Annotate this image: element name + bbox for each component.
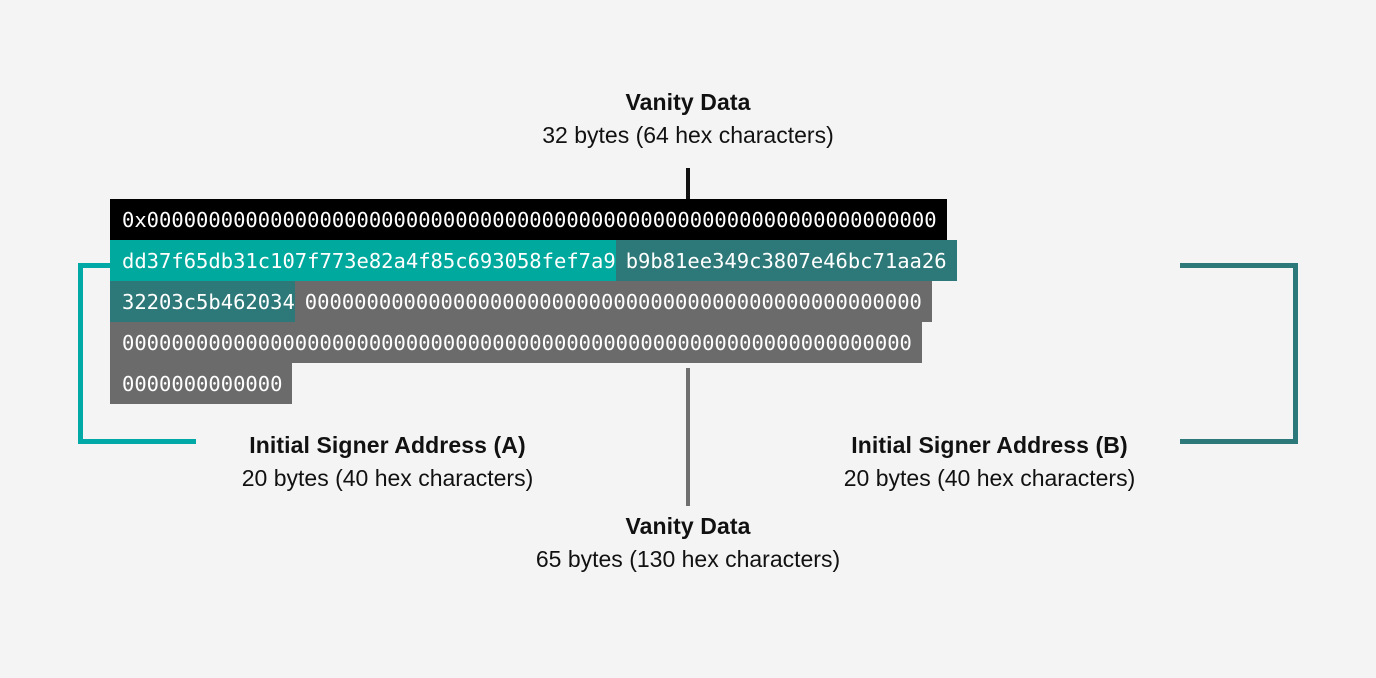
vanity-data-bottom-subtitle: 65 bytes (130 hex characters) (535, 546, 841, 572)
signer-b-subtitle: 20 bytes (40 hex characters) (843, 465, 1136, 491)
signer-a-label: Initial Signer Address (A) 20 bytes (40 … (165, 431, 610, 493)
hex-segment-padding: 0000000000000000000000000000000000000000… (294, 281, 932, 322)
vanity-top-connector-line (686, 168, 690, 200)
hex-data-block: 0x00000000000000000000000000000000000000… (110, 199, 1266, 404)
vanity-bottom-connector-line (686, 368, 690, 506)
signer-b-label: Initial Signer Address (B) 20 bytes (40 … (767, 431, 1212, 493)
vanity-data-top-title: Vanity Data (625, 89, 751, 115)
hex-segment-padding: 0000000000000000000000000000000000000000… (110, 322, 922, 363)
hex-segment-signer-b: b9b81ee349c3807e46bc71aa26 (615, 240, 957, 281)
hex-segment-padding: 0000000000000 (110, 363, 293, 404)
signer-a-subtitle: 20 bytes (40 hex characters) (241, 465, 534, 491)
hex-row: dd37f65db31c107f773e82a4f85c693058fef7a9… (110, 240, 1266, 281)
hex-segment-signer-b: 32203c5b462034 (110, 281, 295, 322)
signer-a-title: Initial Signer Address (A) (249, 432, 526, 458)
hex-row: 0000000000000 (110, 363, 1266, 404)
signer-b-title: Initial Signer Address (B) (851, 432, 1128, 458)
hex-row: 0000000000000000000000000000000000000000… (110, 322, 1266, 363)
hex-segment-vanity-prefix: 0x00000000000000000000000000000000000000… (110, 199, 947, 240)
hex-segment-signer-a: dd37f65db31c107f773e82a4f85c693058fef7a9 (110, 240, 616, 281)
vanity-data-top-label: Vanity Data 32 bytes (64 hex characters) (438, 88, 938, 150)
hex-row: 0x00000000000000000000000000000000000000… (110, 199, 1266, 240)
vanity-data-bottom-title: Vanity Data (625, 513, 751, 539)
signer-b-bracket (1180, 263, 1298, 444)
vanity-data-bottom-label: Vanity Data 65 bytes (130 hex characters… (438, 512, 938, 574)
vanity-data-top-subtitle: 32 bytes (64 hex characters) (542, 122, 834, 148)
